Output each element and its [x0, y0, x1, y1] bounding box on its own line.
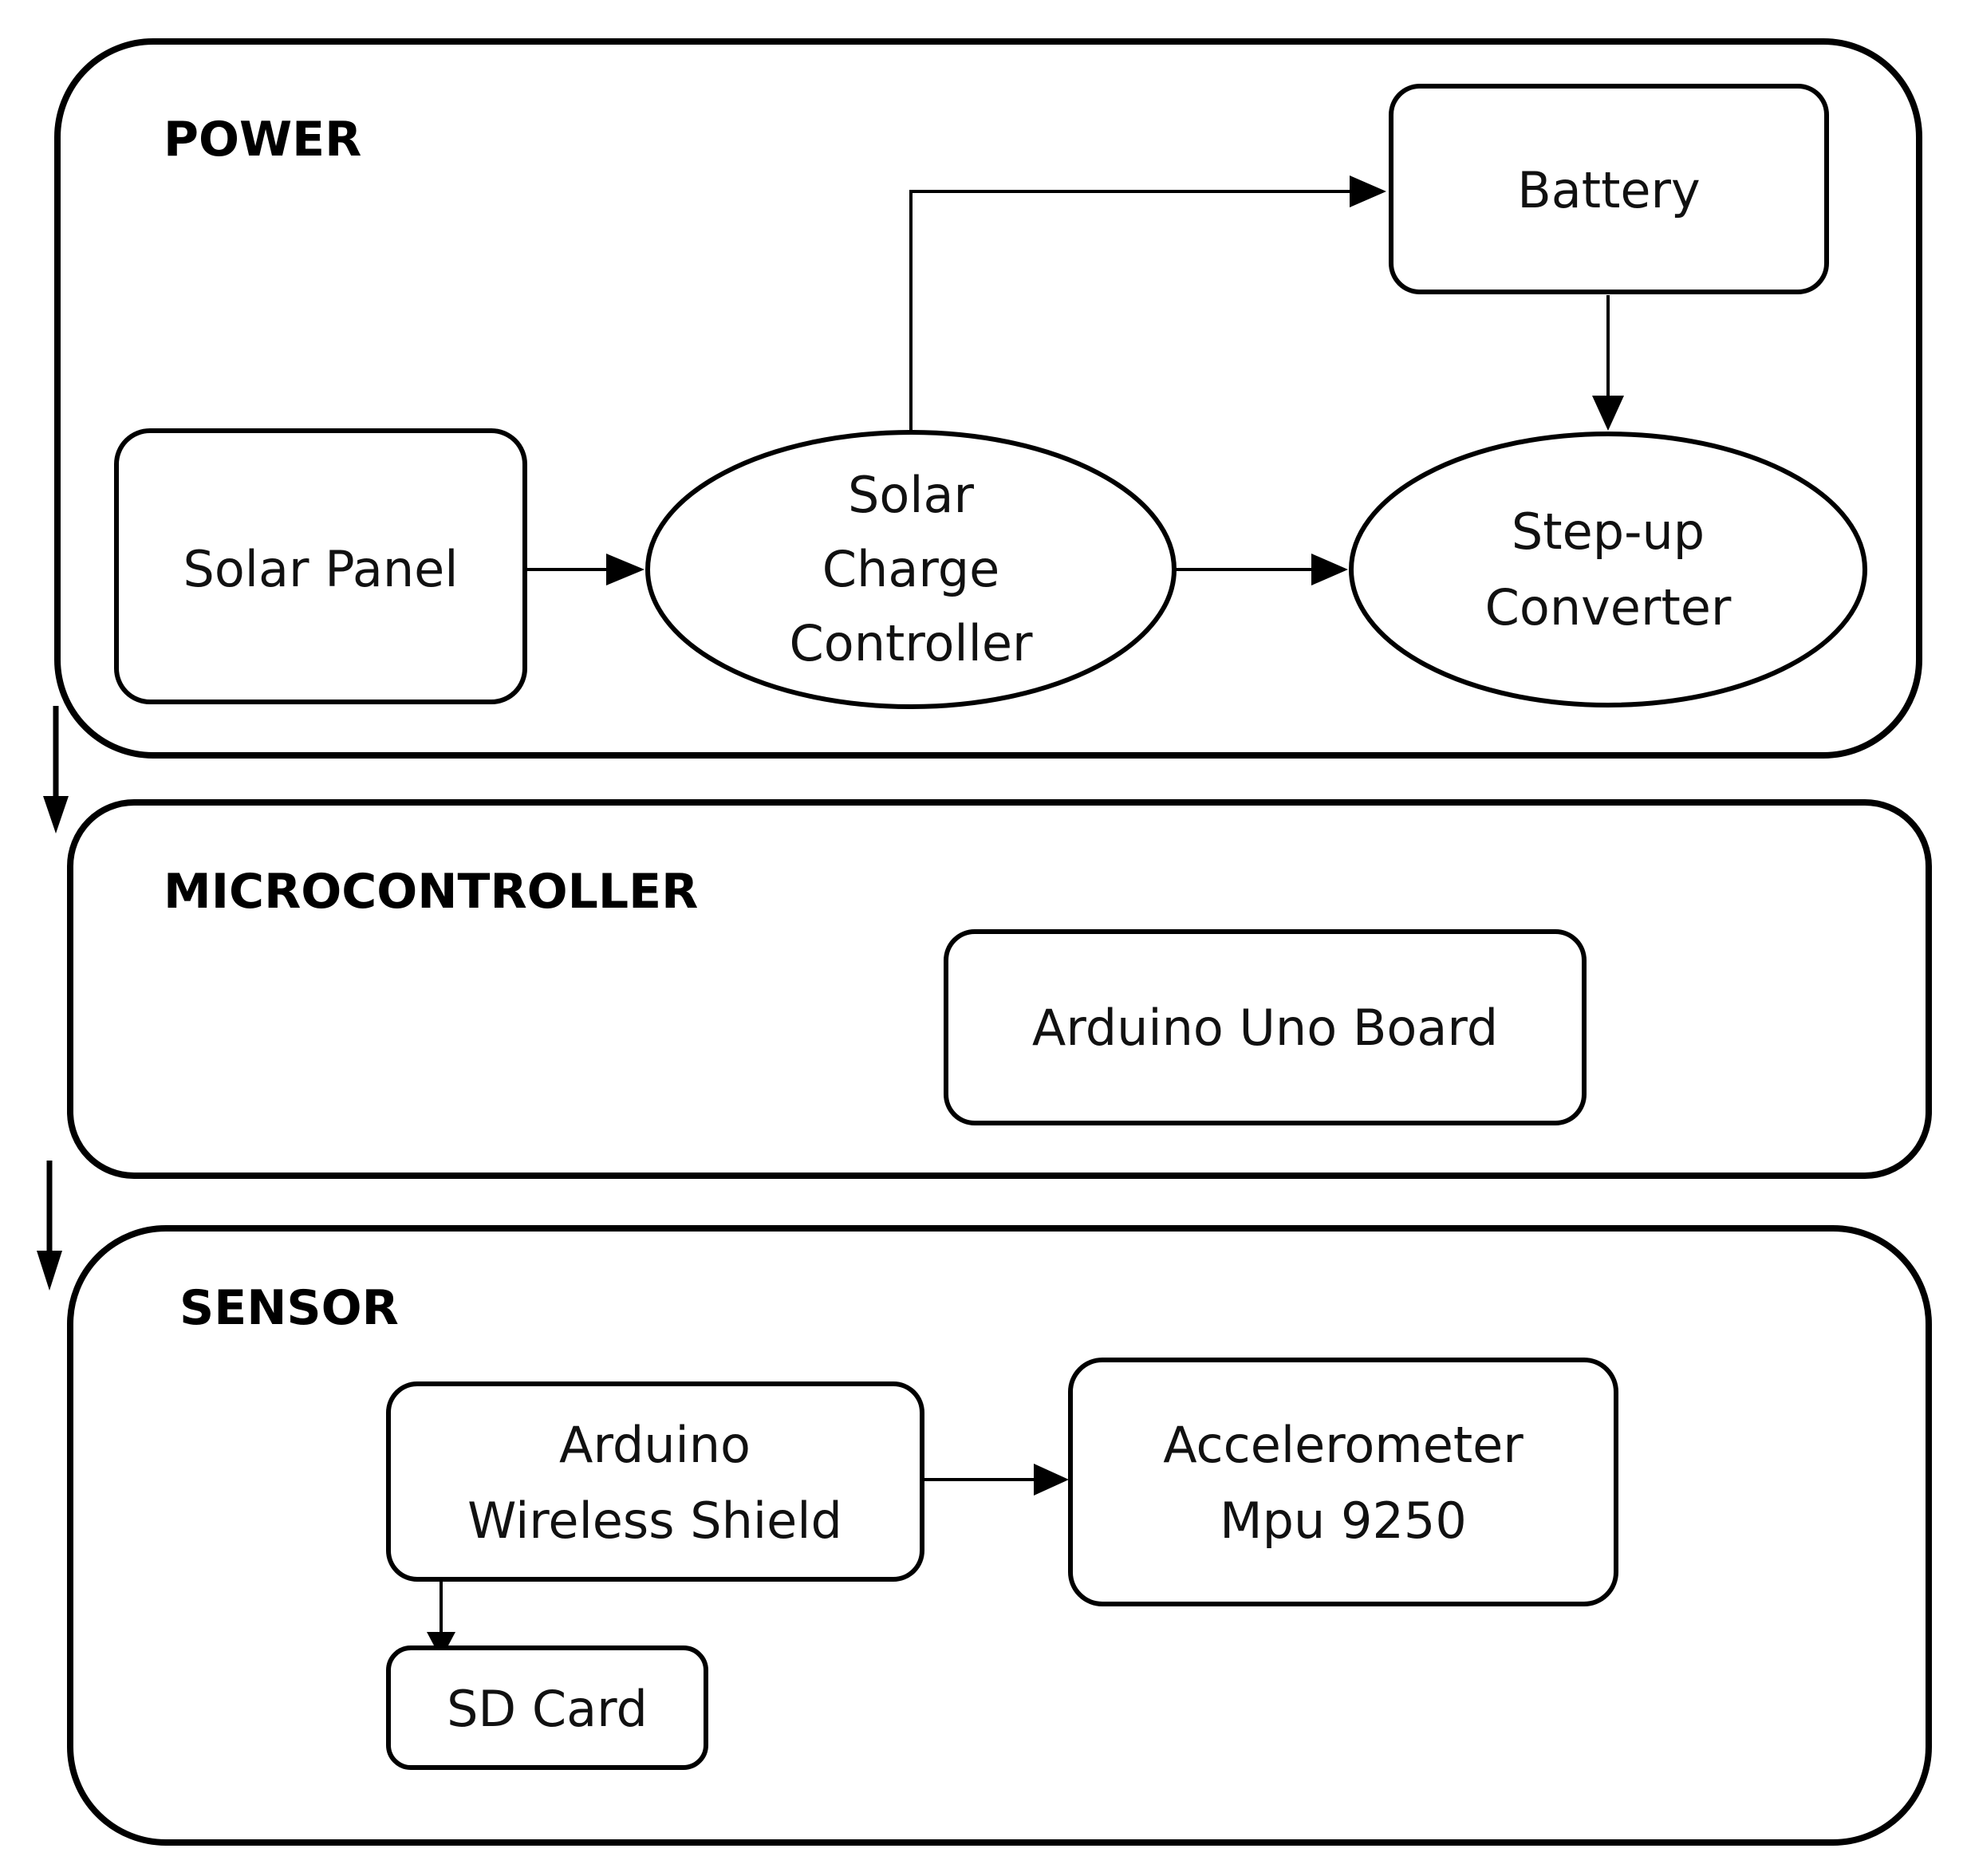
node-label: Arduino: [559, 1416, 751, 1474]
node-step-up-converter: Step-up Converter: [1349, 432, 1867, 707]
node-label: Solar: [848, 466, 975, 524]
node-battery: Battery: [1389, 84, 1829, 294]
sensor-group: [67, 1225, 1932, 1846]
arrowhead-icon: [1350, 175, 1386, 207]
edge-controller-to-battery: [909, 190, 1366, 435]
node-label: Converter: [1485, 578, 1732, 636]
node-sd-card: SD Card: [386, 1645, 708, 1770]
node-label: Battery: [1517, 161, 1700, 219]
node-solar-charge-controller: Solar Charge Controller: [645, 430, 1177, 709]
node-label: Step-up: [1512, 503, 1705, 561]
node-solar-panel: Solar Panel: [114, 428, 527, 704]
arrowhead-icon: [606, 554, 644, 585]
arrowhead-icon: [43, 796, 69, 834]
microcontroller-group: [67, 799, 1932, 1179]
microcontroller-group-title: MICROCONTROLLER: [164, 864, 698, 920]
arrowhead-icon: [1592, 396, 1624, 431]
node-label: Controller: [790, 614, 1033, 672]
node-label: Arduino Uno Board: [1032, 999, 1498, 1057]
node-accelerometer-mpu-9250: Accelerometer Mpu 9250: [1068, 1358, 1618, 1606]
power-group: [54, 38, 1922, 759]
arrowhead-icon: [37, 1251, 62, 1291]
node-label: Charge: [822, 540, 999, 598]
arrowhead-icon: [1311, 554, 1348, 585]
power-group-title: POWER: [164, 112, 361, 168]
node-label: Wireless Shield: [467, 1492, 842, 1550]
node-label: Solar Panel: [183, 540, 459, 598]
node-arduino-wireless-shield: Arduino Wireless Shield: [386, 1381, 924, 1582]
arrowhead-icon: [1034, 1464, 1069, 1496]
sensor-group-title: SENSOR: [179, 1280, 399, 1336]
node-label: Mpu 9250: [1220, 1492, 1467, 1550]
node-arduino-uno-board: Arduino Uno Board: [944, 929, 1587, 1125]
node-label: SD Card: [447, 1680, 648, 1738]
node-label: Accelerometer: [1163, 1416, 1524, 1474]
